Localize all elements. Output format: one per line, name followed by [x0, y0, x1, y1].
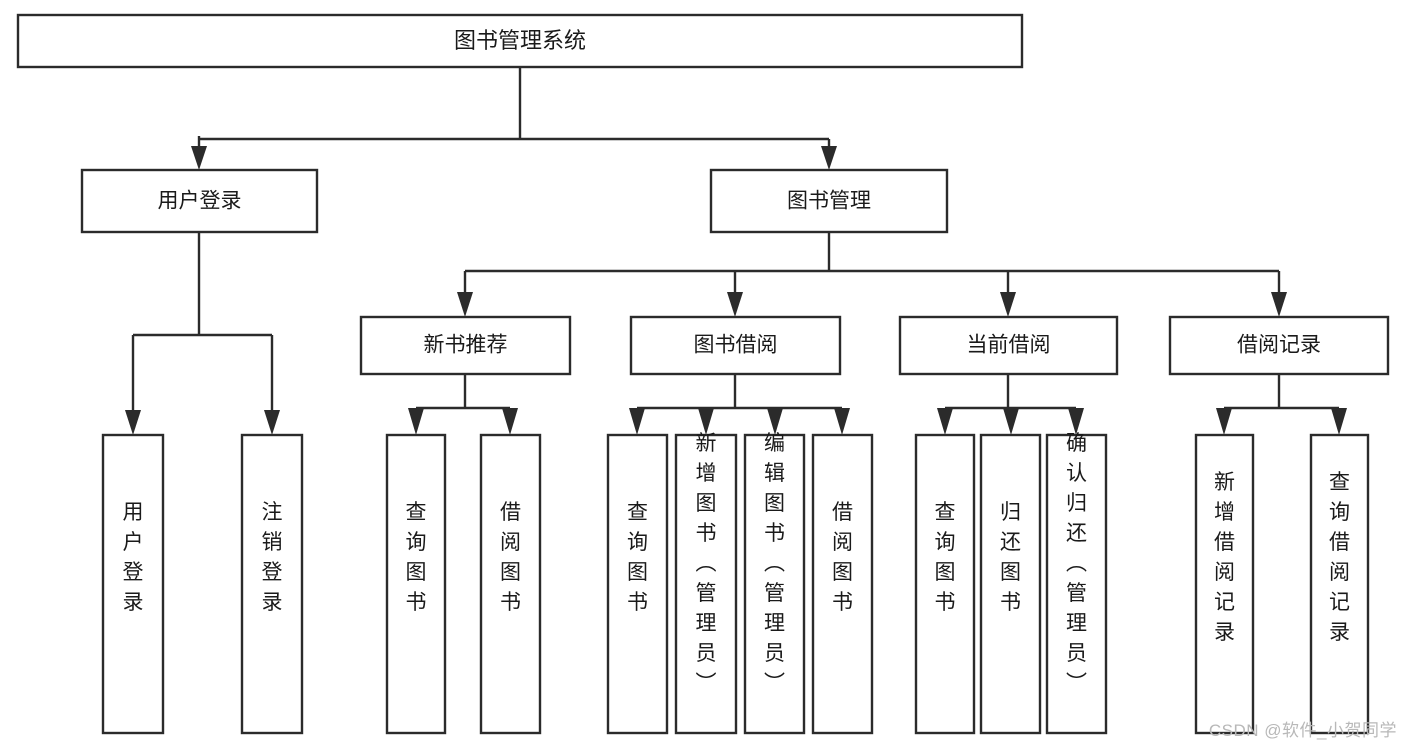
arrowhead-leaf-add-record [1216, 408, 1232, 435]
leaf-query-book-borrow-label: 查询图书 [627, 501, 648, 614]
leaf-logout[interactable]: 注销登录 [240, 433, 304, 735]
leaf-edit-book-admin-label: 编辑图书︵管理员︶ [764, 432, 785, 695]
leaf-add-borrow-record-box[interactable] [1194, 433, 1255, 735]
leaf-return-book-box[interactable] [979, 433, 1042, 735]
arrowhead-leaf-query-book-1 [408, 408, 424, 435]
leaf-edit-book-admin[interactable]: 编辑图书︵管理员︶ [743, 432, 806, 735]
arrowhead-user-login [191, 146, 207, 170]
leaf-confirm-return-admin[interactable]: 确认归还︵管理员︶ [1045, 432, 1108, 735]
arrowhead-leaf-logout [264, 410, 280, 435]
leaf-add-book-admin[interactable]: 新增图书︵管理员︶ [674, 432, 738, 735]
leaf-edit-book-admin-box[interactable] [743, 433, 806, 735]
leaf-query-borrow-record-box[interactable] [1309, 433, 1370, 735]
node-book-borrow[interactable]: 图书借阅 [629, 315, 842, 376]
arrowhead-leaf-user-login [125, 410, 141, 435]
leaf-borrow-book[interactable]: 借阅图书 [811, 433, 874, 735]
arrowhead-leaf-edit-book [767, 408, 783, 435]
arrowhead-leaf-query-book-2 [629, 408, 645, 435]
node-current-borrow-label: 当前借阅 [967, 334, 1051, 357]
node-current-borrow[interactable]: 当前借阅 [898, 315, 1119, 376]
node-borrow-record-label: 借阅记录 [1237, 334, 1321, 357]
arrowhead-current-borrow [1000, 292, 1016, 317]
leaf-user-login[interactable]: 用户登录 [101, 433, 165, 735]
leaf-add-book-admin-box[interactable] [674, 433, 738, 735]
arrowhead-leaf-add-book [698, 408, 714, 435]
leaf-query-book-borrow[interactable]: 查询图书 [606, 433, 669, 735]
leaf-borrow-book-label: 借阅图书 [832, 501, 853, 614]
node-new-book-recommend-box[interactable] [359, 315, 572, 376]
leaf-query-book-current-label: 查询图书 [935, 501, 956, 614]
arrowhead-book-borrow [727, 292, 743, 317]
node-book-management-box[interactable] [709, 168, 949, 234]
node-root-label: 图书管理系统 [454, 28, 586, 53]
node-user-login[interactable]: 用户登录 [80, 168, 319, 234]
node-book-management[interactable]: 图书管理 [709, 168, 949, 234]
connector-layer [125, 67, 1347, 435]
leaf-query-book-recommend-box[interactable] [385, 433, 447, 735]
node-user-login-label: 用户登录 [158, 190, 242, 213]
leaf-query-book-current[interactable]: 查询图书 [914, 433, 976, 735]
node-user-login-box[interactable] [80, 168, 319, 234]
arrowhead-leaf-query-book-3 [937, 408, 953, 435]
leaf-borrow-book-recommend-box[interactable] [479, 433, 542, 735]
leaf-return-book[interactable]: 归还图书 [979, 433, 1042, 735]
node-book-borrow-label: 图书借阅 [694, 334, 778, 357]
node-root-box[interactable] [16, 13, 1024, 69]
arrowhead-leaf-borrow-book-2 [834, 408, 850, 435]
node-current-borrow-box[interactable] [898, 315, 1119, 376]
leaf-return-book-label: 归还图书 [1000, 501, 1021, 614]
leaf-borrow-book-box[interactable] [811, 433, 874, 735]
arrowhead-leaf-return-book [1003, 408, 1019, 435]
leaf-confirm-return-admin-box[interactable] [1045, 433, 1108, 735]
leaf-user-login-box[interactable] [101, 433, 165, 735]
leaf-borrow-book-recommend-label: 借阅图书 [500, 501, 521, 614]
leaf-add-book-admin-label: 新增图书︵管理员︶ [696, 432, 717, 695]
leaf-query-borrow-record-label: 查询借阅记录 [1329, 471, 1350, 644]
node-book-management-label: 图书管理 [787, 190, 871, 213]
arrowhead-new-book-rec [457, 292, 473, 317]
leaf-logout-box[interactable] [240, 433, 304, 735]
leaf-confirm-return-admin-label: 确认归还︵管理员︶ [1066, 432, 1087, 695]
leaf-add-borrow-record-label: 新增借阅记录 [1214, 471, 1235, 644]
arrowhead-leaf-borrow-book-1 [502, 408, 518, 435]
node-borrow-record[interactable]: 借阅记录 [1168, 315, 1390, 376]
leaf-add-borrow-record[interactable]: 新增借阅记录 [1194, 433, 1255, 735]
arrowhead-book-mgmt [821, 146, 837, 170]
leaf-borrow-book-recommend[interactable]: 借阅图书 [479, 433, 542, 735]
arrowhead-borrow-record [1271, 292, 1287, 317]
leaf-query-book-recommend[interactable]: 查询图书 [385, 433, 447, 735]
leaf-query-book-borrow-box[interactable] [606, 433, 669, 735]
leaf-query-borrow-record[interactable]: 查询借阅记录 [1309, 433, 1370, 735]
node-book-borrow-box[interactable] [629, 315, 842, 376]
node-root-system[interactable]: 图书管理系统 [16, 13, 1024, 69]
leaf-query-book-current-box[interactable] [914, 433, 976, 735]
leaf-user-login-label: 用户登录 [123, 501, 144, 614]
arrowhead-leaf-query-record [1331, 408, 1347, 435]
node-new-book-recommend-label: 新书推荐 [424, 334, 508, 357]
leaf-query-book-recommend-label: 查询图书 [406, 501, 427, 614]
node-new-book-recommend[interactable]: 新书推荐 [359, 315, 572, 376]
arrowhead-leaf-confirm-return [1068, 408, 1084, 435]
leaf-logout-label: 注销登录 [262, 501, 283, 614]
node-borrow-record-box[interactable] [1168, 315, 1390, 376]
